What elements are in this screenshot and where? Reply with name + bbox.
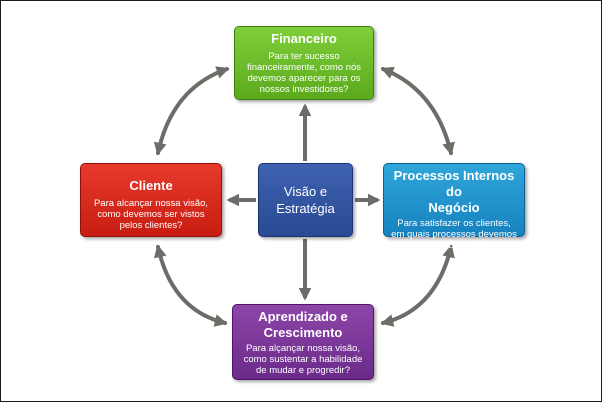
financeiro-desc-line: devemos aparecer para os [247,73,361,84]
cliente-desc-line: pelos clientes? [119,220,183,231]
processos-desc-line: nos sobressair? [420,240,488,251]
aprendizado-title-line: Crescimento [263,325,343,340]
financeiro-desc-line: financeiramente, como nós [246,62,362,73]
cliente-title: Cliente [129,178,173,193]
cliente-box: Cliente Para alcançar nossa visão, como … [80,163,222,237]
cliente-description: Para alcançar nossa visão, como devemos … [87,198,215,231]
visao-estrategia-box: Visão e Estratégia [258,163,353,237]
cliente-desc-line: como devemos ser vistos [97,209,205,220]
financeiro-box: Financeiro Para ter sucesso financeirame… [234,26,374,100]
visao-estrategia-title: Visão e Estratégia [276,183,335,217]
processos-title-line: Processos Internos do [393,168,515,199]
cliente-desc-line: Para alcançar nossa visão, [93,198,209,209]
aprendizado-desc-line: de mudar e progredir? [256,365,350,376]
processos-desc-line: em quais processos devemos [391,229,517,240]
processos-box: Processos Internos do Negócio Para satis… [383,163,525,251]
arrow-processos-aprendizado [380,244,455,327]
aprendizado-title: Aprendizado e Crescimento [239,309,367,341]
center-title-line: Visão e [283,184,328,199]
processos-description: Para satisfazer os clientes, em quais pr… [390,218,518,251]
financeiro-description: Para ter sucesso financeiramente, como n… [241,51,367,95]
processos-title: Processos Internos do Negócio [390,168,518,216]
financeiro-title: Financeiro [271,31,337,46]
financeiro-desc-line: nossos investidores? [259,84,349,95]
aprendizado-desc-line: como sustentar a habilidade [243,354,363,365]
processos-desc-line: Para satisfazer os clientes, [397,218,511,229]
arrow-financeiro-processos [380,66,455,156]
processos-title-line: Negócio [428,200,480,215]
arrow-aprendizado-cliente [153,244,228,327]
arrow-cliente-financeiro [153,66,230,156]
aprendizado-description: Para alçançar nossa visão, como sustenta… [239,343,367,376]
aprendizado-title-line: Aprendizado e [258,309,348,324]
aprendizado-desc-line: Para alçançar nossa visão, [245,343,361,354]
center-title-line: Estratégia [276,201,335,216]
aprendizado-box: Aprendizado e Crescimento Para alçançar … [232,304,374,380]
financeiro-desc-line: Para ter sucesso [268,51,340,62]
